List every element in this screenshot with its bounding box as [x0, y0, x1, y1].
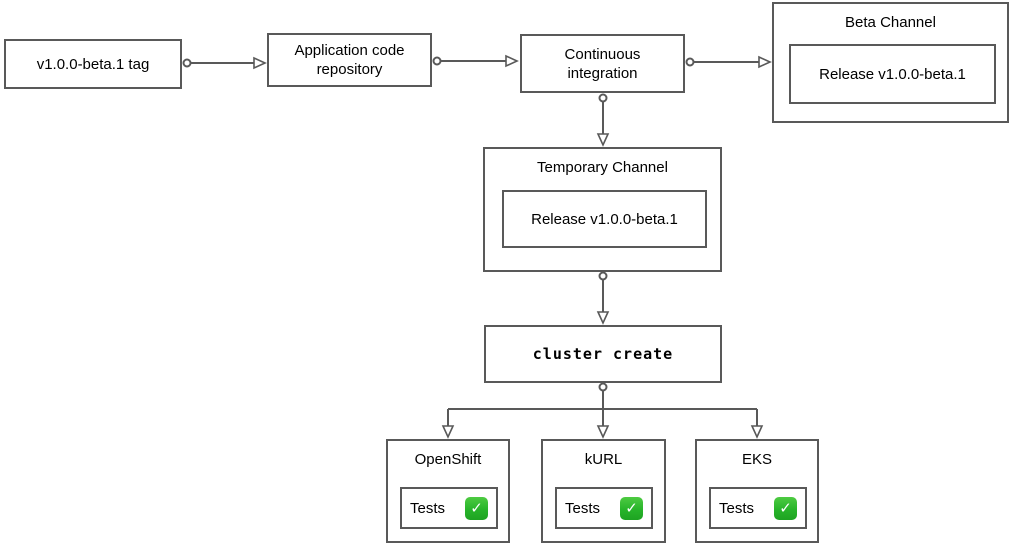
arrowhead [596, 133, 610, 147]
node-version-tag: v1.0.0-beta.1 tag [4, 39, 182, 89]
connector-temp-channel-to-cluster-create [596, 271, 610, 325]
openshift-tests-box: Tests ✓ [400, 487, 498, 529]
connector-tag-to-repo [182, 56, 267, 70]
openshift-tests-label: Tests [410, 499, 446, 517]
node-continuous-integration: Continuous integration [520, 34, 685, 93]
node-cluster-create: cluster create [484, 325, 722, 383]
node-application-code-repository-label: Application code repository [294, 42, 405, 78]
temporary-channel-release-box: Release v1.0.0-beta.1 [502, 190, 707, 248]
eks-title: EKS [741, 451, 772, 468]
node-application-code-repository: Application code repository [267, 33, 432, 87]
connector-repo-to-ci [432, 54, 519, 68]
source-dot [685, 57, 695, 67]
arrowhead [758, 55, 772, 69]
check-glyph: ✓ [470, 499, 483, 517]
eks-tests-label: Tests [719, 499, 755, 517]
arrowhead [253, 56, 267, 70]
temporary-channel-release-label: Release v1.0.0-beta.1 [531, 210, 678, 228]
node-version-tag-label: v1.0.0-beta.1 tag [36, 55, 150, 73]
temporary-channel-title: Temporary Channel [537, 159, 668, 176]
connector-ci-to-temp-channel [596, 93, 610, 147]
connector-ci-to-beta-channel [685, 55, 772, 69]
source-dot [598, 382, 608, 392]
check-mark-button-icon: ✓ [774, 496, 797, 520]
kurl-title: kURL [584, 451, 623, 468]
beta-channel-release-label: Release v1.0.0-beta.1 [819, 65, 966, 83]
check-mark-button-icon: ✓ [465, 496, 488, 520]
openshift-title: OpenShift [414, 451, 482, 468]
check-glyph: ✓ [779, 499, 792, 517]
source-dot [598, 93, 608, 103]
source-dot [598, 271, 608, 281]
node-openshift: OpenShift Tests ✓ [386, 439, 510, 543]
arrowhead [596, 311, 610, 325]
node-kurl: kURL Tests ✓ [541, 439, 666, 543]
node-cluster-create-label: cluster create [532, 344, 674, 363]
beta-channel-release-box: Release v1.0.0-beta.1 [789, 44, 996, 104]
beta-channel-title: Beta Channel [845, 14, 936, 31]
check-glyph: ✓ [625, 499, 638, 517]
node-eks: EKS Tests ✓ [695, 439, 819, 543]
source-dot [432, 56, 442, 66]
kurl-tests-box: Tests ✓ [555, 487, 653, 529]
node-beta-channel: Beta Channel Release v1.0.0-beta.1 [772, 2, 1009, 123]
arrowhead [750, 425, 764, 439]
arrowhead [441, 425, 455, 439]
eks-tests-box: Tests ✓ [709, 487, 807, 529]
source-dot [182, 58, 192, 68]
arrowhead [596, 425, 610, 439]
kurl-tests-label: Tests [565, 499, 601, 517]
node-continuous-integration-label: Continuous integration [564, 45, 641, 82]
node-temporary-channel: Temporary Channel Release v1.0.0-beta.1 [483, 147, 722, 272]
arrowhead [505, 54, 519, 68]
connector-cluster-create-to-targets [441, 382, 764, 439]
check-mark-button-icon: ✓ [620, 496, 643, 520]
